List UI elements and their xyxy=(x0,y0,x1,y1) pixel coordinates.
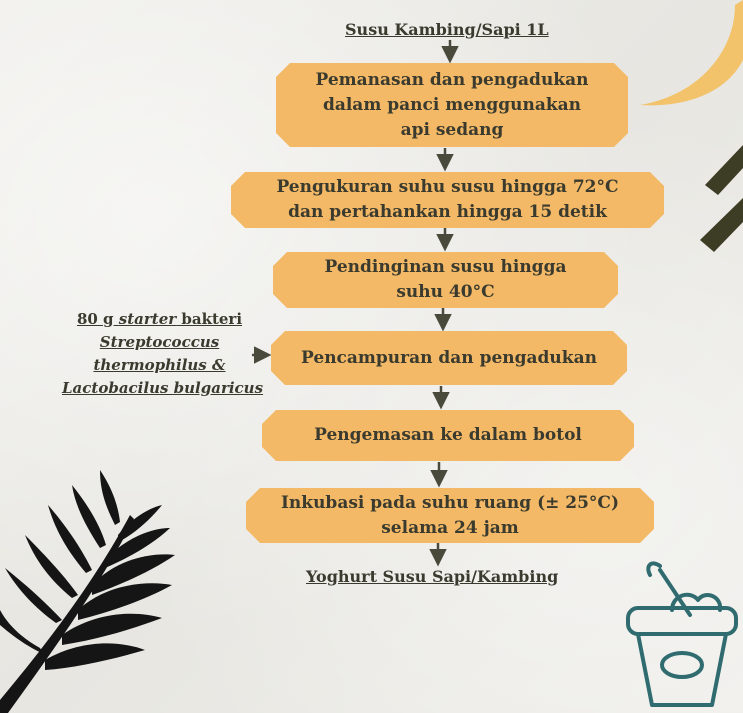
step-cooling: Pendinginan susu hingga suhu 40°C xyxy=(273,252,618,308)
chevron-decoration-top xyxy=(705,145,743,195)
flow-output-label: Yoghurt Susu Sapi/Kambing xyxy=(306,567,559,586)
moon-decoration xyxy=(640,0,743,106)
step-incubation-text: Inkubasi pada suhu ruang (± 25°C) selama… xyxy=(280,492,620,538)
step-cooling-text: Pendinginan susu hingga suhu 40°C xyxy=(324,257,567,302)
starter-culture-label: 80 g starter bakteri Streptococcus therm… xyxy=(62,308,264,400)
flow-input-label: Susu Kambing/Sapi 1L xyxy=(345,20,549,39)
step-mixing-text: Pencampuran dan pengadukan xyxy=(301,347,597,368)
starter-line-1: 80 g starter bakteri xyxy=(76,310,243,328)
chevron-decoration-bottom xyxy=(700,198,743,252)
step-packaging: Pengemasan ke dalam botol xyxy=(262,410,634,461)
step-heating: Pemanasan dan pengadukan dalam panci men… xyxy=(276,63,628,147)
starter-line-2: Streptococcus xyxy=(99,333,220,351)
step-incubation: Inkubasi pada suhu ruang (± 25°C) selama… xyxy=(246,488,654,543)
yoghurt-cup-icon xyxy=(626,561,738,707)
palm-leaf-decoration xyxy=(0,470,175,713)
step-heating-text: Pemanasan dan pengadukan dalam panci men… xyxy=(315,69,589,140)
step-mixing: Pencampuran dan pengadukan xyxy=(271,331,627,385)
starter-line-3: thermophilus & xyxy=(93,356,226,374)
starter-line-4: Lactobacilus bulgaricus xyxy=(62,379,264,397)
step-temperature-measurement: Pengukuran suhu susu hingga 72°C dan per… xyxy=(231,172,664,228)
step-temperature-measurement-text: Pengukuran suhu susu hingga 72°C dan per… xyxy=(276,177,619,222)
step-packaging-text: Pengemasan ke dalam botol xyxy=(314,425,582,445)
